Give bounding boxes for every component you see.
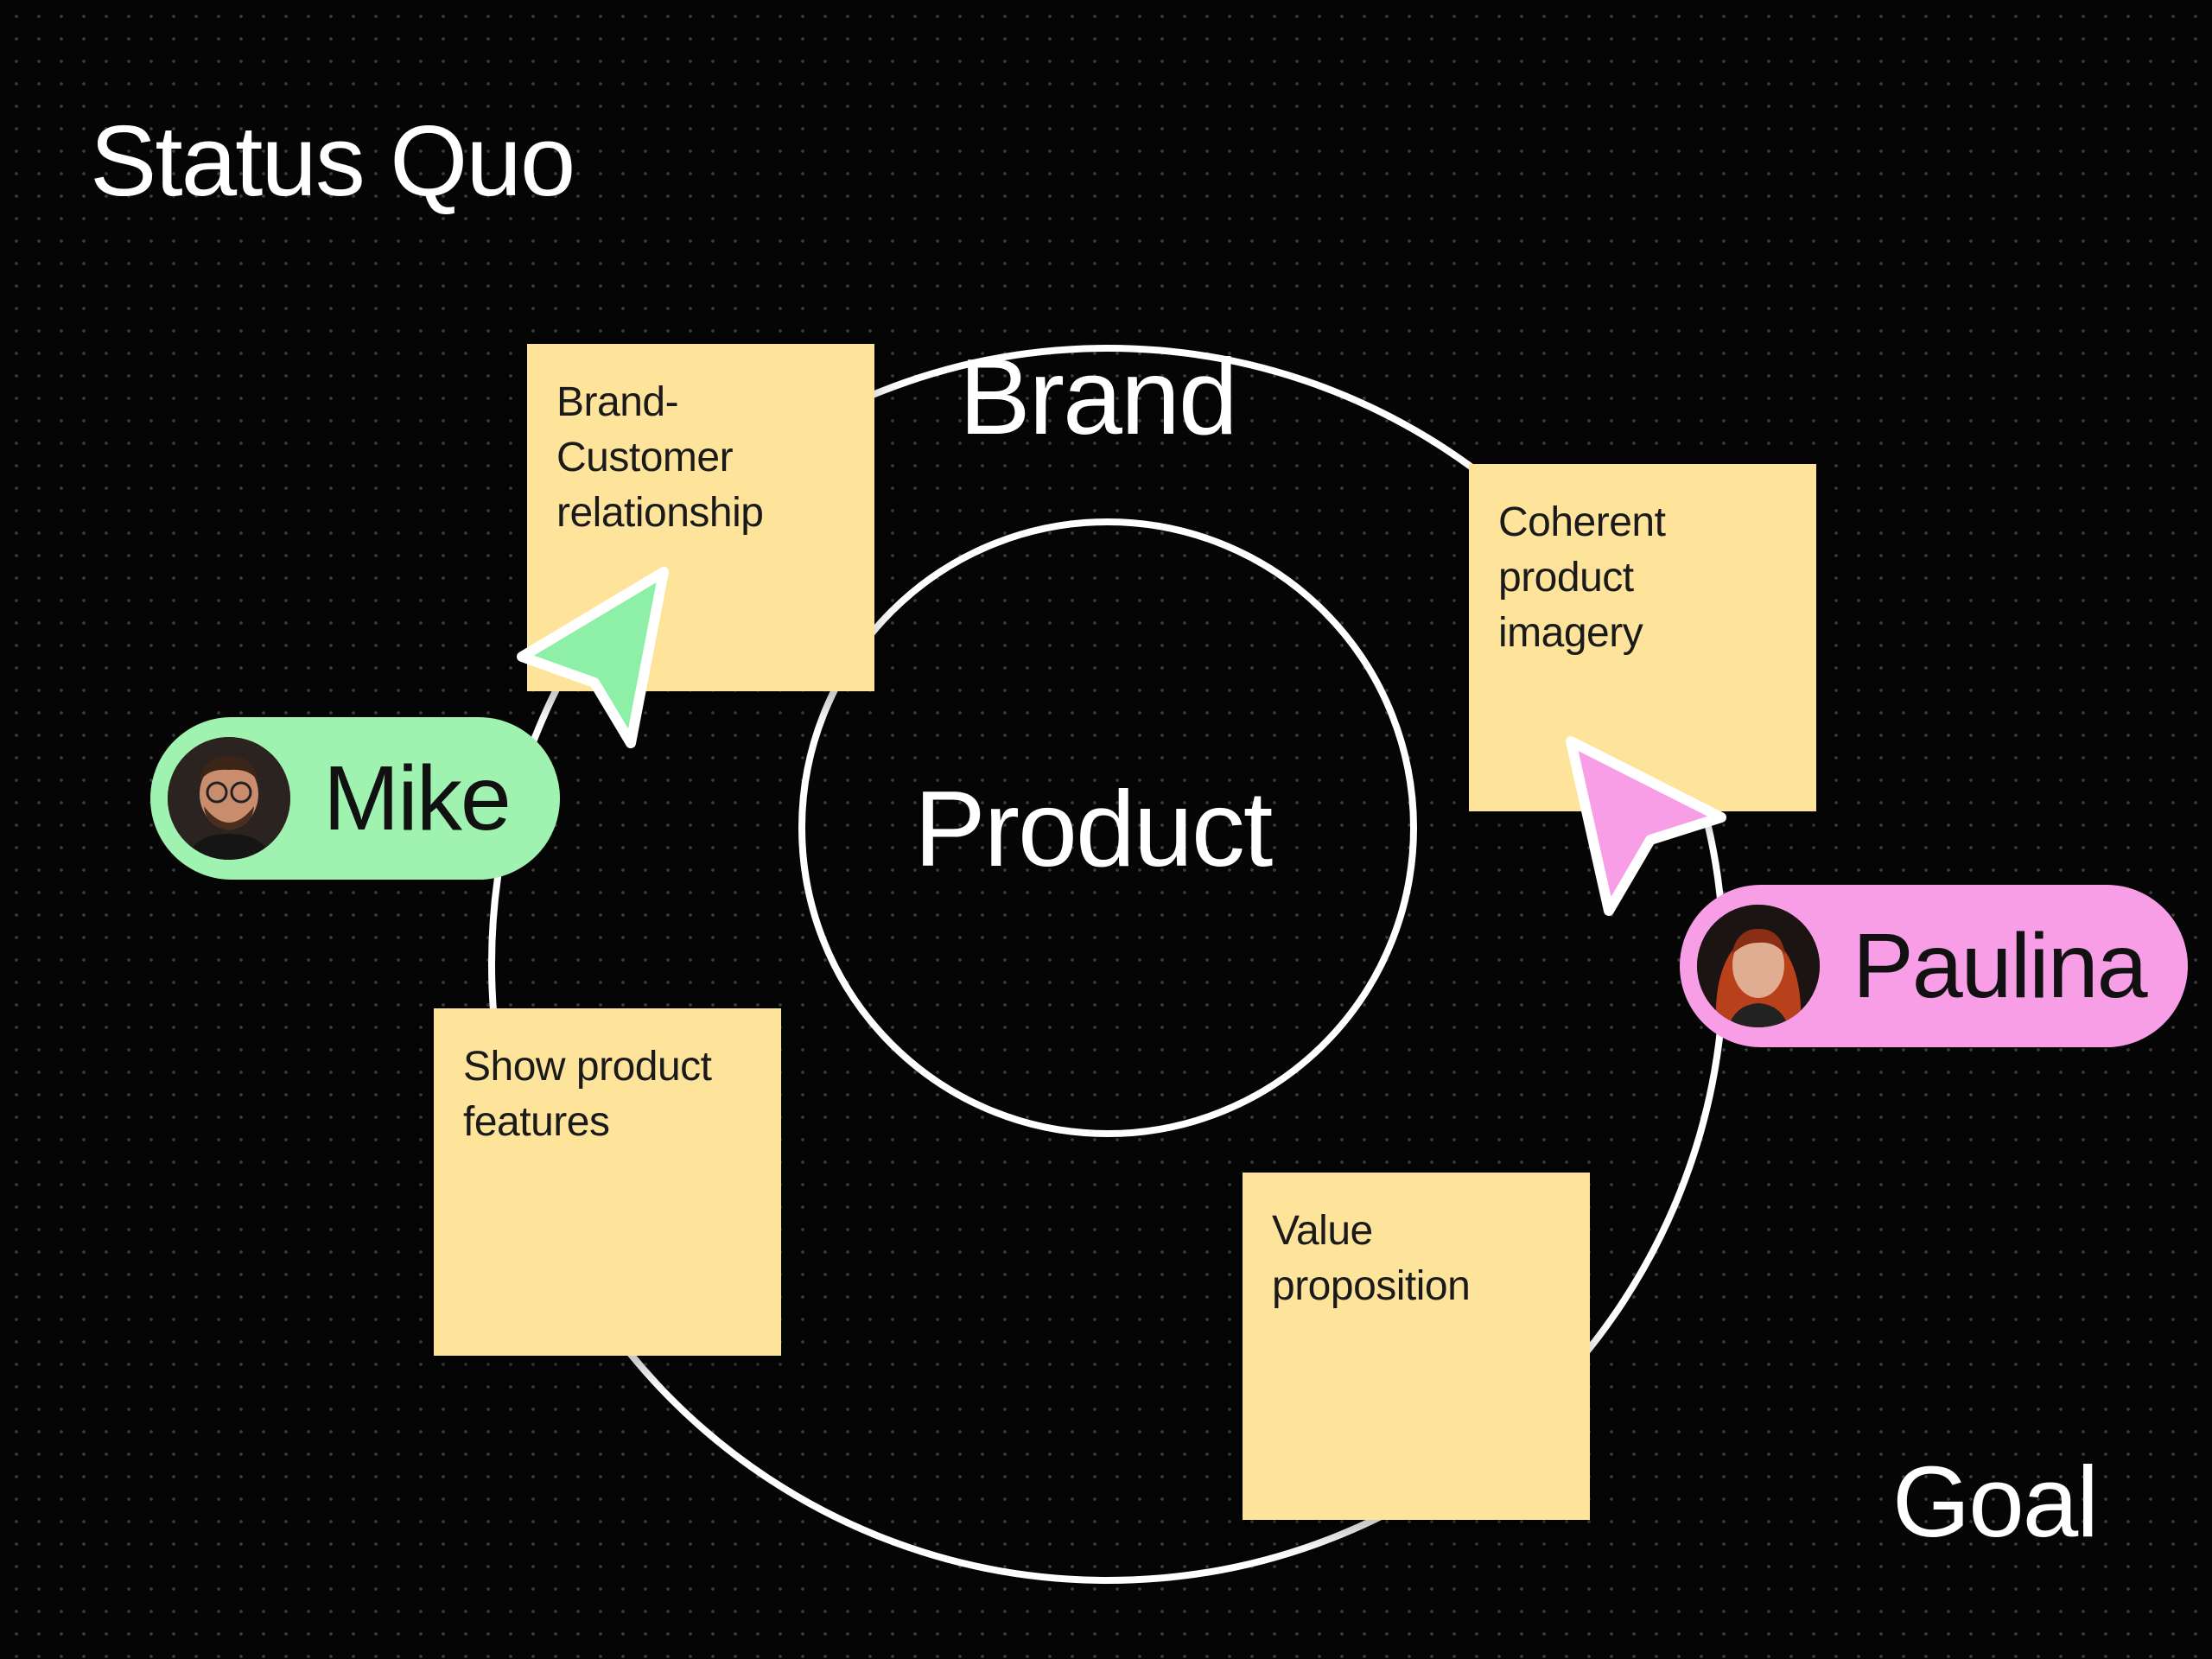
sticky-note-text: Coherent product imagery [1498,499,1666,656]
inner-ring-label: Product [914,770,1273,889]
sticky-note-product-features[interactable]: Show product features [434,1008,781,1356]
collaborator-name: Mike [323,747,512,849]
board-title: Status Quo [90,105,575,217]
sticky-note-brand-customer[interactable]: Brand- Customer relationship [527,344,874,691]
sticky-note-text: Brand- Customer relationship [556,379,764,536]
person-avatar-icon [168,737,290,860]
person-avatar-icon [1697,905,1820,1027]
collaborator-tag-mike: Mike [150,717,560,880]
collaborator-tag-paulina: Paulina [1680,885,2188,1047]
outer-ring-label: Brand [959,338,1238,457]
avatar [168,737,290,860]
sticky-note-text: Value proposition [1272,1208,1471,1309]
sticky-note-text: Show product features [463,1044,712,1145]
goal-label: Goal [1892,1446,2099,1558]
sticky-note-value-proposition[interactable]: Value proposition [1243,1173,1590,1520]
sticky-note-coherent-imagery[interactable]: Coherent product imagery [1469,464,1816,811]
avatar [1697,905,1820,1027]
product-inner-ring [798,518,1417,1137]
collaborator-name: Paulina [1853,914,2148,1017]
